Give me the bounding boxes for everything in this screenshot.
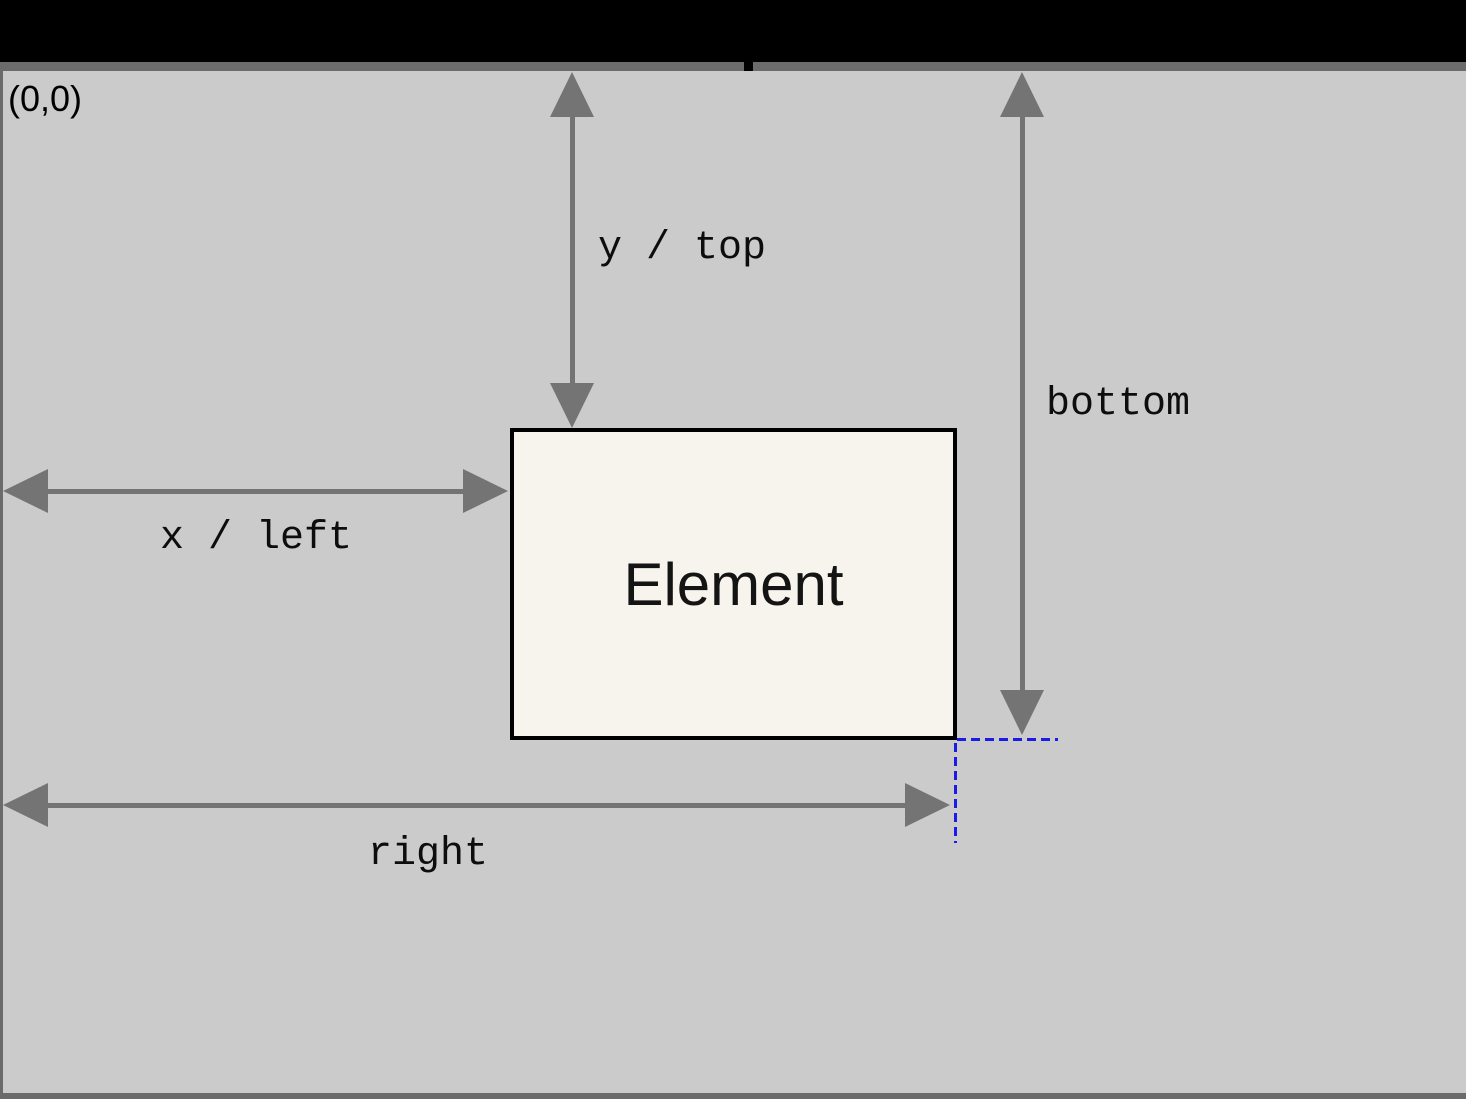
x-left-arrow-left-head-icon	[3, 469, 48, 513]
bottom-label: bottom	[1046, 382, 1191, 427]
element-label: Element	[623, 550, 844, 618]
bottom-arrow-line	[1020, 80, 1025, 698]
bottom-arrow-up-head-icon	[1000, 72, 1044, 117]
y-top-arrow-line	[570, 80, 575, 392]
right-arrow-right-head-icon	[905, 783, 950, 827]
origin-coordinate-label: (0,0)	[8, 78, 83, 119]
y-top-arrow-up-head-icon	[550, 72, 594, 117]
guide-line-vertical	[954, 743, 957, 843]
y-top-label: y / top	[598, 226, 767, 271]
right-label: right	[368, 832, 489, 877]
y-top-arrow-down-head-icon	[550, 383, 594, 428]
letterbox-top-bar	[0, 0, 1466, 62]
x-left-arrow-line	[40, 489, 468, 494]
bottom-arrow-down-head-icon	[1000, 690, 1044, 735]
right-arrow-line	[40, 803, 908, 808]
x-left-arrow-right-head-icon	[463, 469, 508, 513]
x-left-label: x / left	[160, 516, 353, 561]
element-box: Element	[510, 428, 957, 740]
right-arrow-left-head-icon	[3, 783, 48, 827]
top-center-notch	[744, 62, 753, 72]
guide-line-horizontal	[957, 738, 1058, 741]
